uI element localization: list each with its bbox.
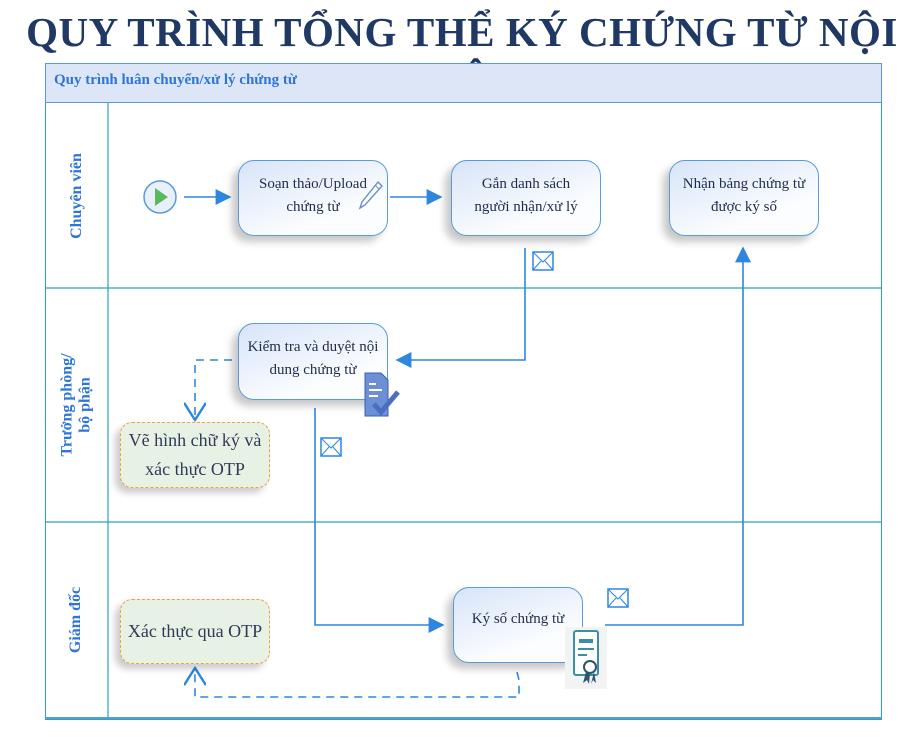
lane-chuyen-vien: Chuyên viên — [45, 103, 108, 288]
task-label: Nhận bảng chứng từ — [682, 176, 806, 192]
task-review[interactable]: Kiểm tra và duyệt nội dung chứng từ — [238, 323, 388, 400]
task-label: Vẽ hình chữ ký và — [128, 430, 262, 450]
task-label: được ký số — [710, 199, 778, 215]
flow-sign-to-otp — [195, 668, 520, 698]
pencil-icon — [358, 180, 383, 210]
task-label: Gắn danh sách — [481, 176, 571, 192]
task-label: Xác thực qua OTP — [127, 621, 263, 641]
task-draw-signature[interactable]: Vẽ hình chữ ký và xác thực OTP — [120, 422, 270, 488]
task-otp[interactable]: Xác thực qua OTP — [120, 599, 270, 664]
lane-label: Giám đốc — [67, 586, 85, 654]
flow-assign-to-review — [395, 248, 526, 368]
task-label: dung chứng từ — [269, 362, 357, 378]
envelope-icon — [607, 588, 629, 608]
certificate-icon — [565, 627, 607, 689]
lane-label: Chuyên viên — [67, 152, 85, 239]
pool-header: Quy trình luân chuyển/xử lý chứng từ — [45, 63, 882, 103]
lane-label: Trưởng phòng/bộ phận — [59, 353, 95, 456]
lane-label-line2: bộ phận — [76, 377, 94, 433]
task-label: người nhận/xử lý — [474, 199, 578, 215]
flow-review-to-sign — [314, 408, 445, 633]
envelope-icon — [320, 437, 342, 457]
task-label: Kiểm tra và duyệt nội — [247, 339, 379, 355]
task-assign[interactable]: Gắn danh sách người nhận/xử lý — [451, 160, 601, 236]
task-draft[interactable]: Soạn thảo/Upload chứng từ — [238, 160, 388, 236]
lane-label-line1: Trưởng phòng/ — [58, 353, 76, 457]
document-check-icon — [364, 372, 400, 417]
play-icon — [155, 188, 168, 206]
task-label: chứng từ — [286, 199, 340, 215]
start-event[interactable] — [143, 180, 177, 214]
flow-sign-to-receive — [605, 246, 751, 626]
lane-giam-doc: Giám đốc — [45, 522, 108, 718]
task-receive[interactable]: Nhận bảng chứng từ được ký số — [669, 160, 819, 236]
task-sign[interactable]: Ký số chứng từ — [453, 587, 583, 663]
task-label: Soạn thảo/Upload — [259, 176, 367, 192]
task-label: xác thực OTP — [145, 459, 245, 479]
envelope-icon — [532, 251, 554, 271]
task-label: Ký số chứng từ — [471, 610, 565, 627]
lane-truong-phong: Trưởng phòng/bộ phận — [45, 288, 108, 522]
flow-review-to-drawsig — [195, 359, 232, 420]
